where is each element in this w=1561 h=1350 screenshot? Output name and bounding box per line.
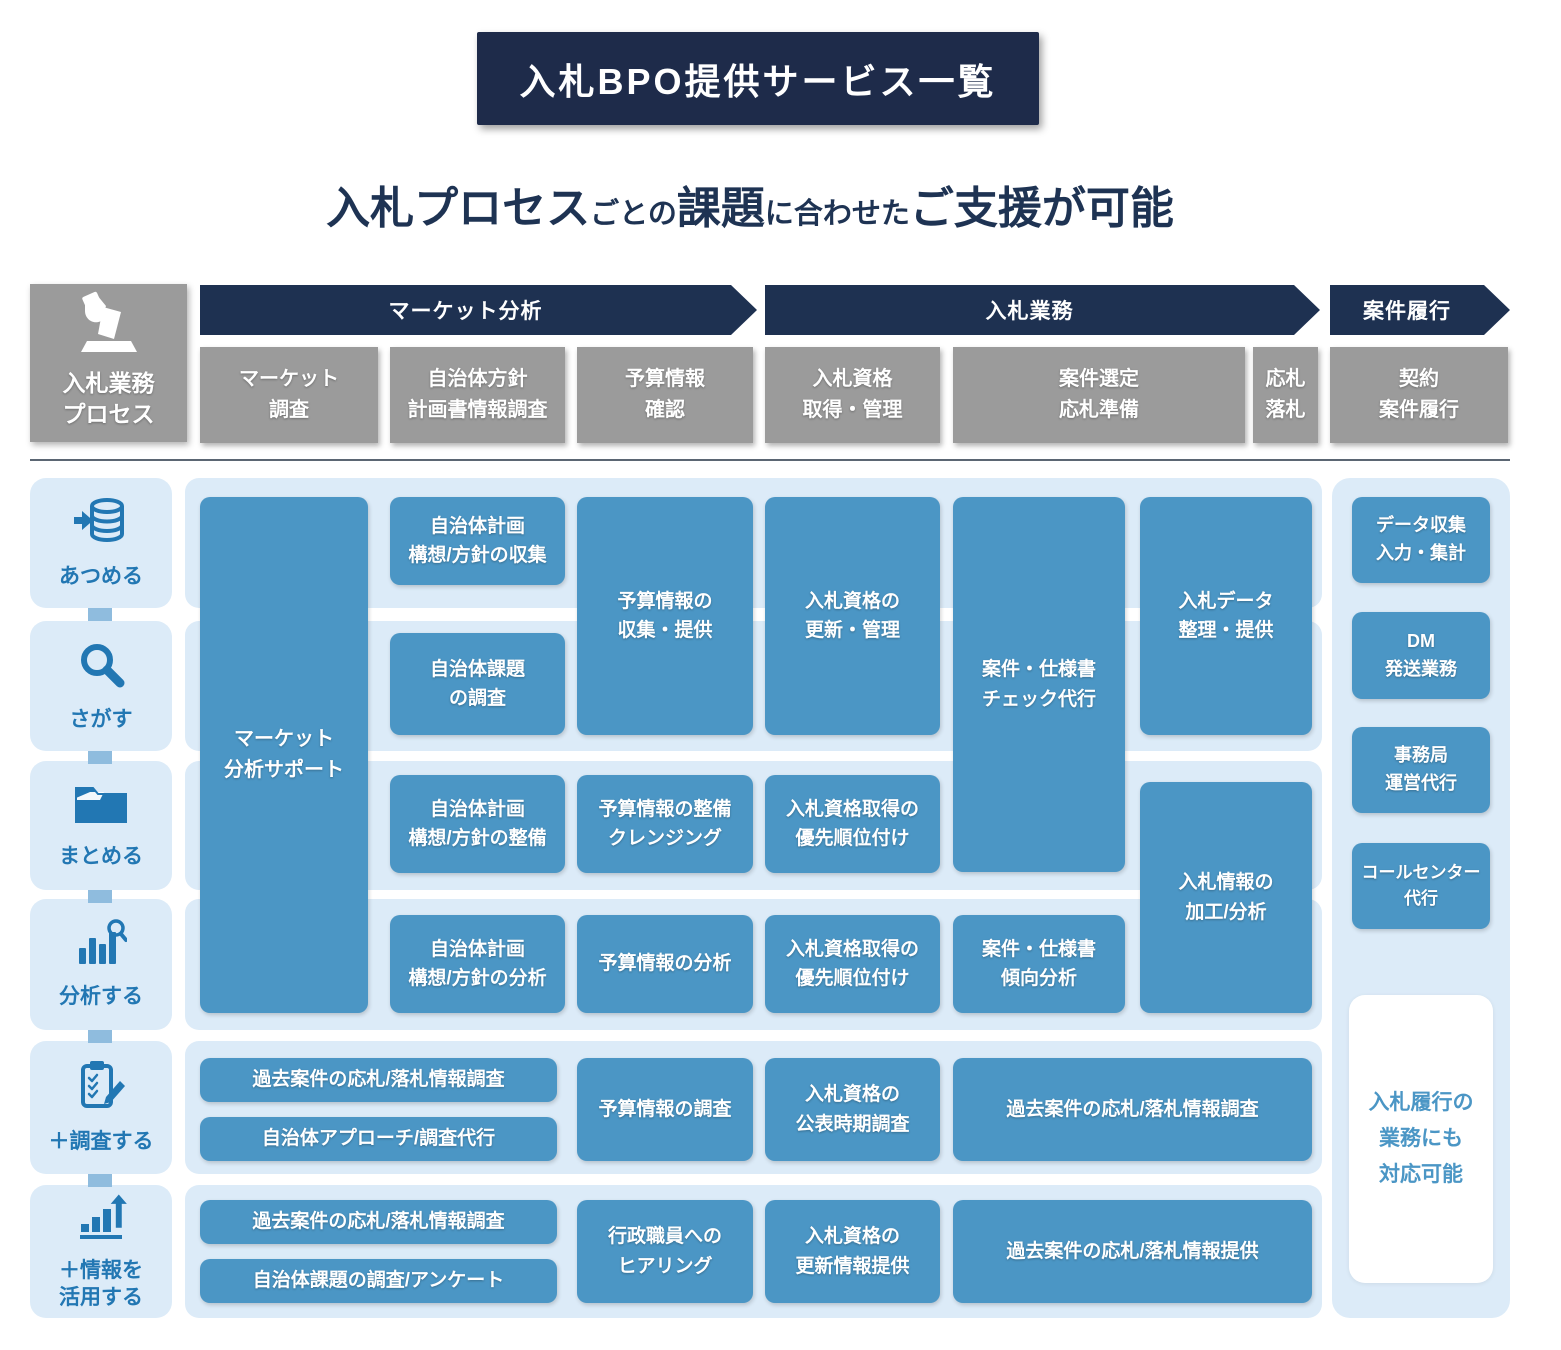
- service-spec-trend-analysis: 案件・仕様書 傾向分析: [953, 915, 1125, 1013]
- sidebar-item-collect: あつめる: [30, 478, 172, 608]
- phase-arrow-market-analysis: マーケット分析: [200, 285, 757, 335]
- service-municipality-plan-analysis: 自治体計画 構想/方針の分析: [390, 915, 565, 1013]
- phase-arrow-contract-execution: 案件履行: [1330, 285, 1510, 335]
- process-header-box: 入札業務 プロセス: [30, 284, 187, 442]
- stage-market-research: マーケット 調査: [200, 347, 378, 443]
- sidebar-item-label: さがす: [69, 707, 133, 731]
- chart-magnifier-icon: [75, 918, 128, 971]
- sidebar-item-search: さがす: [30, 621, 172, 751]
- sidebar-connector: [88, 1174, 112, 1187]
- service-secretariat-operation: 事務局 運営代行: [1352, 727, 1490, 813]
- sidebar-item-label: ＋調査する: [48, 1130, 154, 1154]
- sidebar-item-label: 分析する: [59, 985, 143, 1009]
- service-call-center-agency: コールセンター 代行: [1352, 843, 1490, 929]
- sidebar-connector: [88, 890, 112, 903]
- sidebar-item-analyze: 分析する: [30, 899, 172, 1030]
- service-past-bid-info-research-3: 過去案件の応札/落札情報調査: [200, 1200, 557, 1244]
- service-government-staff-hearing: 行政職員への ヒアリング: [577, 1200, 753, 1303]
- service-qualification-publication-research: 入札資格の 公表時期調査: [765, 1058, 940, 1161]
- service-municipality-approach-agency: 自治体アプローチ/調査代行: [200, 1117, 557, 1161]
- service-past-bid-info-research-1: 過去案件の応札/落札情報調査: [200, 1058, 557, 1102]
- subtitle: 入札プロセスごとの課題に合わせたご支援が可能: [0, 172, 1500, 236]
- phase-arrow-bidding-operations: 入札業務: [765, 285, 1320, 335]
- service-past-bid-info-research-2: 過去案件の応札/落札情報調査: [953, 1058, 1312, 1161]
- ballot-box-icon: [73, 291, 145, 368]
- service-qualification-update-management: 入札資格の 更新・管理: [765, 497, 940, 735]
- stage-case-selection: 案件選定 応札準備: [953, 347, 1245, 443]
- subtitle-segment: ご支援が可能: [909, 184, 1174, 233]
- subtitle-segment: に合わせた: [764, 198, 910, 230]
- service-past-bid-info-provision: 過去案件の応札/落札情報提供: [953, 1200, 1312, 1303]
- service-municipality-issue-research: 自治体課題 の調査: [390, 633, 565, 735]
- collect-database-icon: [73, 496, 129, 551]
- search-icon: [76, 639, 126, 694]
- subtitle-segment: ごとの: [590, 198, 677, 230]
- sidebar-connector: [88, 751, 112, 764]
- sidebar-item-organize: まとめる: [30, 761, 172, 890]
- service-budget-info-research: 予算情報の調査: [577, 1058, 753, 1161]
- service-bid-data-organization: 入札データ 整理・提供: [1140, 497, 1312, 735]
- sidebar-connector: [88, 608, 112, 621]
- service-budget-info-cleansing: 予算情報の整備 クレンジング: [577, 775, 753, 873]
- row-band-organize: [185, 761, 1322, 890]
- process-header-label: 入札業務 プロセス: [62, 369, 155, 427]
- growth-chart-icon: [75, 1192, 127, 1245]
- stage-budget-check: 予算情報 確認: [577, 347, 753, 443]
- service-municipality-issue-questionnaire: 自治体課題の調査/アンケート: [200, 1259, 557, 1303]
- subtitle-segment: 入札プロセス: [326, 184, 591, 233]
- service-budget-info-collection: 予算情報の 収集・提供: [577, 497, 753, 735]
- contract-execution-note: 入札履行の 業務にも 対応可能: [1349, 995, 1493, 1283]
- sidebar-item-label: まとめる: [59, 845, 143, 869]
- service-qualification-prioritization-2: 入札資格取得の 優先順位付け: [765, 915, 940, 1013]
- service-qualification-prioritization: 入札資格取得の 優先順位付け: [765, 775, 940, 873]
- sidebar-item-survey: ＋調査する: [30, 1041, 172, 1174]
- service-budget-info-analysis: 予算情報の分析: [577, 915, 753, 1013]
- separator-line: [30, 459, 1510, 461]
- service-data-collection-entry: データ収集 入力・集計: [1352, 497, 1490, 583]
- sidebar-item-label: あつめる: [59, 564, 143, 588]
- service-qualification-update-provision: 入札資格の 更新情報提供: [765, 1200, 940, 1303]
- stage-bid-award: 応札 落札: [1253, 347, 1318, 443]
- service-dm-mailing: DM 発送業務: [1352, 612, 1490, 699]
- sidebar-item-label: ＋情報を 活用する: [59, 1258, 143, 1309]
- service-municipality-plan-organization: 自治体計画 構想/方針の整備: [390, 775, 565, 873]
- row-band-analyze: [185, 899, 1322, 1030]
- folder-icon: [73, 780, 129, 831]
- service-spec-check-agency: 案件・仕様書 チェック代行: [953, 497, 1125, 872]
- service-municipality-plan-collection: 自治体計画 構想/方針の収集: [390, 497, 565, 585]
- sidebar-connector: [88, 1030, 112, 1043]
- stage-contract-execution: 契約 案件履行: [1330, 347, 1508, 443]
- service-market-analysis-support: マーケット 分析サポート: [200, 497, 368, 1013]
- subtitle-segment: 課題: [676, 184, 765, 233]
- row-band-collect: [185, 478, 1322, 608]
- row-band-search: [185, 621, 1322, 751]
- stage-qualification-management: 入札資格 取得・管理: [765, 347, 940, 443]
- clipboard-pen-icon: [76, 1059, 126, 1116]
- service-bid-info-processing: 入札情報の 加工/分析: [1140, 782, 1312, 1013]
- page-title: 入札BPO提供サービス一覧: [477, 32, 1039, 125]
- stage-municipality-policy-research: 自治体方針 計画書情報調査: [390, 347, 565, 443]
- sidebar-item-utilize: ＋情報を 活用する: [30, 1185, 172, 1318]
